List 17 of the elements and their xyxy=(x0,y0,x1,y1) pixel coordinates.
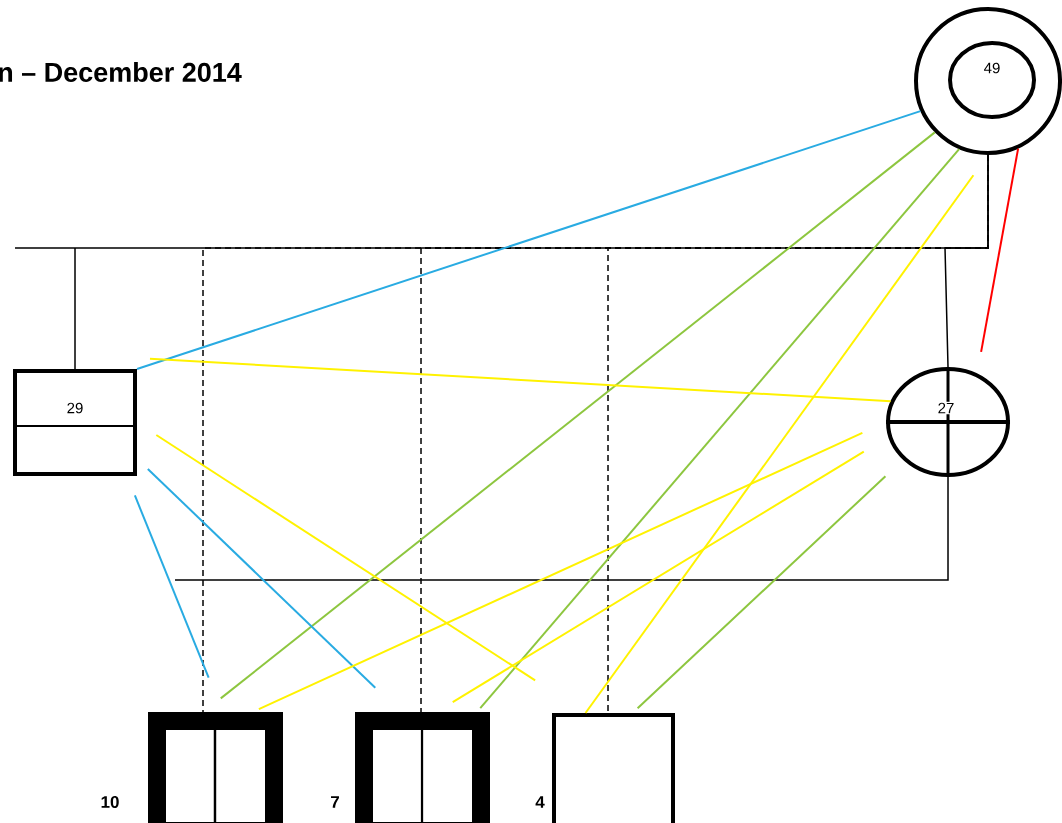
connector-line xyxy=(451,450,865,704)
thick-split-box xyxy=(355,712,490,823)
connector-line xyxy=(133,494,210,679)
connector-line xyxy=(636,475,887,710)
number-label: 10 xyxy=(101,796,119,809)
thick-split-box xyxy=(148,712,283,823)
number-label: 7 xyxy=(331,796,339,808)
connector-line xyxy=(136,110,922,370)
connector-line xyxy=(146,467,377,689)
connector-line xyxy=(174,476,949,581)
connector-line xyxy=(980,147,1020,353)
number-label: 4 xyxy=(535,796,545,808)
connector-line xyxy=(149,357,892,403)
connector-line xyxy=(479,148,961,710)
connector-line xyxy=(155,434,537,682)
split-box: 29 xyxy=(12,369,138,476)
connector-line xyxy=(257,431,864,711)
